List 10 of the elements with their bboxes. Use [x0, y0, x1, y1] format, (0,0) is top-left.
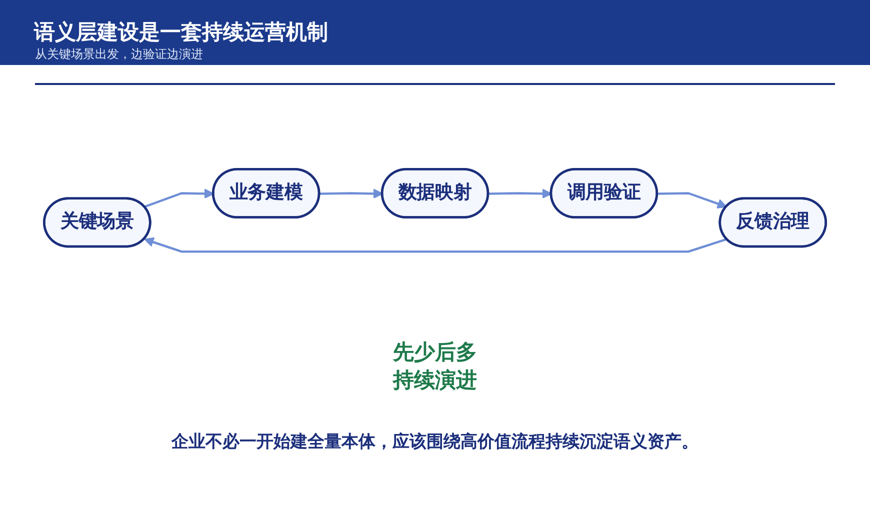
caption-text: 企业不必一开始建全量本体，应该围绕高价值流程持续沉淀语义资产。 [172, 431, 698, 453]
subtitle: 从关键场景出发，边验证边演进 [35, 46, 203, 63]
center-text: 持续演进 [393, 368, 477, 394]
slide-title: 语义层建设是一套持续运营机制 [34, 20, 328, 46]
arrow [320, 188, 384, 198]
arrow [657, 192, 728, 208]
arrow [144, 188, 214, 208]
arrow [144, 236, 728, 252]
center-text: 先少后多 [393, 340, 477, 366]
arrow [488, 188, 552, 198]
